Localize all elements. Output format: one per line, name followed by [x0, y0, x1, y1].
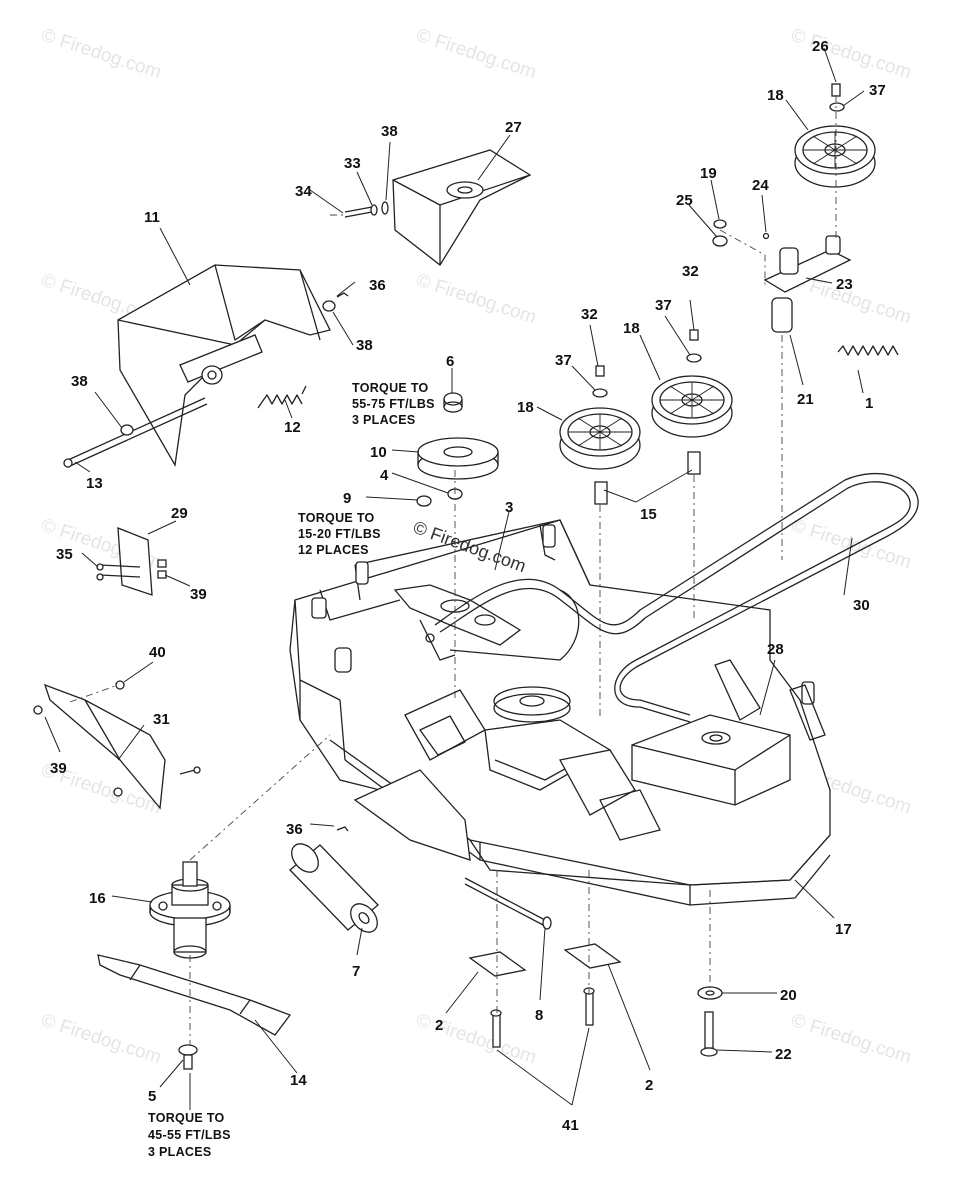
callout-33: 33: [344, 155, 361, 172]
callout-26: 26: [812, 38, 829, 55]
side-bracket: [96, 527, 167, 596]
torque-note-line: 15-20 FT/LBS: [298, 527, 381, 541]
torque-note-bottom: TORQUE TO 45-55 FT/LBS 3 PLACES: [148, 1111, 231, 1159]
callout-39: 39: [50, 760, 67, 777]
hinge-rod: [63, 397, 208, 468]
callout-20: 20: [780, 987, 797, 1004]
chute-spring: [257, 385, 307, 409]
caster-bolt: [697, 986, 723, 1057]
callout-9: 9: [343, 490, 351, 507]
callout-18: 18: [517, 399, 534, 416]
callout-32: 32: [581, 306, 598, 323]
callout-37: 37: [555, 352, 572, 369]
watermark-tile: © Firedog.com: [38, 25, 163, 84]
callout-31: 31: [153, 711, 170, 728]
mower-blade: [97, 954, 292, 1036]
callout-1: 1: [865, 395, 873, 412]
callout-32: 32: [682, 263, 699, 280]
deck-center-pulley: [493, 686, 571, 723]
callout-8: 8: [535, 1007, 543, 1024]
callout-17: 17: [835, 921, 852, 938]
front-baffle: [33, 680, 201, 810]
idler-pulley-middle: [651, 329, 733, 475]
callout-13: 13: [86, 475, 103, 492]
callout-21: 21: [797, 391, 814, 408]
blade-spindle: [149, 861, 231, 959]
callout-18: 18: [623, 320, 640, 337]
callout-37: 37: [655, 297, 672, 314]
discharge-chute: [117, 264, 331, 467]
watermark-tile: © Firedog.com: [413, 270, 538, 329]
idler-pulley-left: [559, 365, 641, 505]
callout-3: 3: [505, 499, 513, 516]
idler-bracket: [712, 219, 899, 356]
torque-note-line: 3 PLACES: [148, 1145, 212, 1159]
watermark-tile: © Firedog.com: [788, 1010, 913, 1069]
roller-axle-pin: [464, 877, 552, 930]
callout-14: 14: [290, 1072, 307, 1089]
callout-38: 38: [71, 373, 88, 390]
torque-note-line: TORQUE TO: [352, 381, 429, 395]
callout-25: 25: [676, 192, 693, 209]
torque-note-line: 45-55 FT/LBS: [148, 1128, 231, 1142]
callout-28: 28: [767, 641, 784, 658]
callout-36: 36: [369, 277, 386, 294]
callout-7: 7: [352, 963, 360, 980]
roller-mount-plates: [468, 943, 622, 1048]
callout-10: 10: [370, 444, 387, 461]
callout-18: 18: [767, 87, 784, 104]
callout-6: 6: [446, 353, 454, 370]
drive-belt: [434, 472, 919, 723]
callout-15: 15: [640, 506, 657, 523]
callout-12: 12: [284, 419, 301, 436]
watermark-tile: © Firedog.com: [38, 1010, 163, 1069]
callout-34: 34: [295, 183, 312, 200]
anti-scalp-roller: [289, 843, 379, 933]
callout-40: 40: [149, 644, 166, 661]
callout-38: 38: [381, 123, 398, 140]
callout-39: 39: [190, 586, 207, 603]
watermark-tile: © Firedog.com: [413, 1010, 538, 1069]
hitch-pin: [336, 826, 349, 832]
callout-29: 29: [171, 505, 188, 522]
callout-35: 35: [56, 546, 73, 563]
torque-note-line: 3 PLACES: [352, 413, 416, 427]
torque-note-middle: TORQUE TO 15-20 FT/LBS 12 PLACES: [298, 511, 381, 557]
watermark-tile: © Firedog.com: [788, 25, 913, 84]
callout-38: 38: [356, 337, 373, 354]
torque-note-line: TORQUE TO: [298, 511, 375, 525]
callout-22: 22: [775, 1046, 792, 1063]
spindle-bolt: [178, 1044, 198, 1070]
idler-pulley-top: [794, 83, 876, 188]
callout-5: 5: [148, 1088, 156, 1105]
callout-2: 2: [435, 1017, 443, 1034]
assembly-centerlines: [69, 95, 837, 1045]
watermark-tile: © Firedog.com: [413, 25, 538, 84]
torque-note-line: TORQUE TO: [148, 1111, 225, 1125]
callout-4: 4: [380, 467, 389, 484]
callout-41: 41: [562, 1117, 579, 1134]
callout-37: 37: [869, 82, 886, 99]
callout-11: 11: [144, 209, 160, 226]
chute-hardware: [120, 292, 349, 436]
callout-36: 36: [286, 821, 303, 838]
callout-labels: 1 2 2 3 4 5 6 7 8 9 10 11 12 13 14 15 16…: [50, 38, 886, 1134]
leader-lines: [44, 47, 865, 1110]
top-cover-plate: [344, 149, 532, 266]
callout-16: 16: [89, 890, 106, 907]
callout-23: 23: [836, 276, 853, 293]
callout-19: 19: [700, 165, 717, 182]
callout-24: 24: [752, 177, 769, 194]
callout-2: 2: [645, 1077, 653, 1094]
callout-30: 30: [853, 597, 870, 614]
torque-note-line: 55-75 FT/LBS: [352, 397, 435, 411]
callout-27: 27: [505, 119, 522, 136]
torque-note-top: TORQUE TO 55-75 FT/LBS 3 PLACES: [352, 381, 435, 427]
torque-note-line: 12 PLACES: [298, 543, 369, 557]
spindle-cover: [631, 714, 791, 806]
